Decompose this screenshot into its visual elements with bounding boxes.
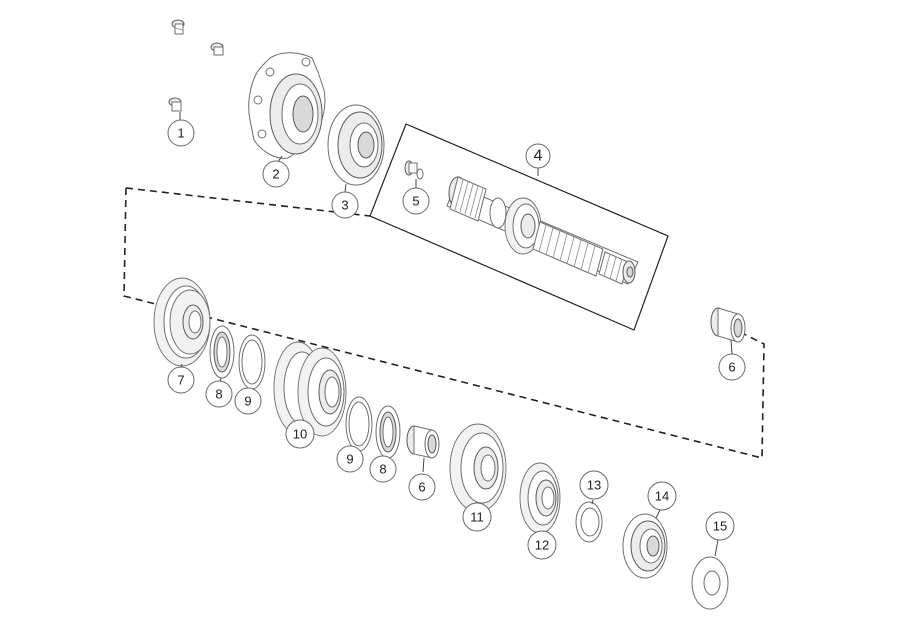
callout-1: 1 bbox=[167, 119, 195, 147]
callout-2: 2 bbox=[262, 160, 290, 188]
svg-text:8: 8 bbox=[379, 462, 386, 477]
washer-13 bbox=[575, 501, 603, 543]
callout-10: 10 bbox=[285, 419, 315, 449]
ball-bearing-14 bbox=[622, 513, 668, 579]
callout-4: 4 bbox=[525, 143, 551, 169]
svg-text:8: 8 bbox=[215, 387, 222, 402]
svg-text:9: 9 bbox=[346, 452, 353, 467]
callout-5: 5 bbox=[402, 187, 430, 215]
gear-12 bbox=[519, 462, 561, 534]
svg-text:13: 13 bbox=[587, 478, 601, 493]
callout-9-left: 9 bbox=[234, 387, 262, 415]
callout-6-lower: 6 bbox=[408, 473, 436, 501]
thrust-washer-9a bbox=[238, 334, 266, 390]
svg-text:15: 15 bbox=[713, 519, 727, 534]
callout-6-upper: 6 bbox=[718, 353, 746, 381]
callout-8-left: 8 bbox=[205, 380, 233, 408]
svg-text:1: 1 bbox=[177, 126, 184, 141]
callout-13: 13 bbox=[579, 470, 609, 500]
needle-cage-8b bbox=[375, 405, 401, 459]
thrust-washer-9b bbox=[345, 396, 373, 452]
bolt-3 bbox=[168, 97, 182, 112]
callout-14: 14 bbox=[647, 481, 677, 511]
svg-text:9: 9 bbox=[244, 394, 251, 409]
callout-9-right: 9 bbox=[336, 445, 364, 473]
svg-text:11: 11 bbox=[470, 510, 484, 525]
bushing-6a bbox=[406, 425, 440, 459]
callout-11: 11 bbox=[462, 502, 492, 532]
washer-15 bbox=[691, 556, 729, 610]
needle-cage-8a bbox=[209, 325, 235, 379]
callout-15: 15 bbox=[705, 511, 735, 541]
gear-group-dashed-outline bbox=[123, 187, 765, 460]
gear-7 bbox=[153, 277, 211, 367]
svg-text:5: 5 bbox=[412, 194, 419, 209]
bolt-1 bbox=[171, 19, 185, 35]
svg-text:7: 7 bbox=[177, 373, 184, 388]
shaft-assembly-frame bbox=[369, 123, 669, 331]
svg-text:6: 6 bbox=[728, 360, 735, 375]
svg-text:10: 10 bbox=[293, 427, 307, 442]
svg-text:4: 4 bbox=[534, 148, 543, 165]
svg-text:12: 12 bbox=[535, 538, 549, 553]
transmission-main-shaft bbox=[446, 176, 639, 285]
svg-text:3: 3 bbox=[341, 198, 348, 213]
svg-text:14: 14 bbox=[655, 489, 669, 504]
callout-7: 7 bbox=[167, 366, 195, 394]
ball-bearing-3 bbox=[327, 104, 385, 186]
svg-text:2: 2 bbox=[272, 167, 279, 182]
plug-screw-5 bbox=[404, 160, 424, 180]
bolt-2 bbox=[210, 42, 224, 56]
double-gear-10 bbox=[273, 341, 347, 437]
gear-11 bbox=[449, 423, 507, 513]
callout-12: 12 bbox=[527, 530, 557, 560]
callout-3: 3 bbox=[331, 191, 359, 219]
bushing-6b bbox=[710, 307, 746, 343]
callout-8-right: 8 bbox=[369, 455, 397, 483]
svg-text:6: 6 bbox=[418, 480, 425, 495]
bearing-housing bbox=[248, 52, 326, 159]
